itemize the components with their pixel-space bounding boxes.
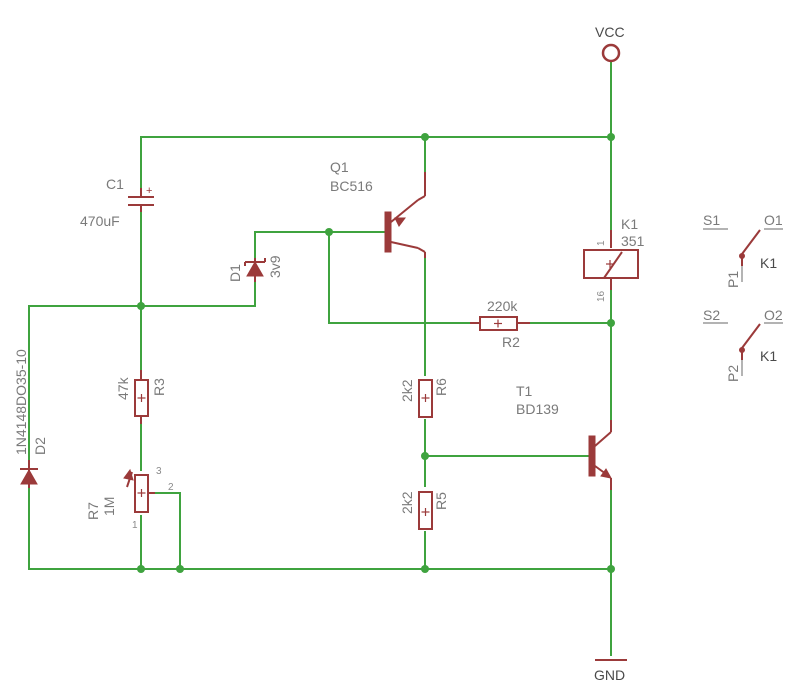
- contact2-k-label: K1: [760, 348, 777, 364]
- contact1-k-label: K1: [760, 255, 777, 271]
- contact1-p-label: P1: [725, 271, 741, 288]
- r3-name: R3: [151, 378, 167, 396]
- transistor-q1: Q1 BC516: [330, 159, 426, 258]
- contact1-s-label: S1: [703, 212, 720, 228]
- zener-d1: D1 3v9: [227, 255, 283, 282]
- gnd-label: GND: [594, 667, 625, 683]
- c1-name: C1: [106, 176, 124, 192]
- d2-name: D2: [32, 437, 48, 455]
- r2-name: R2: [502, 334, 520, 350]
- q1-name: Q1: [330, 159, 349, 175]
- resistor-r2: 220k R2: [470, 298, 530, 350]
- relay-k1-coil: 1 16 K1 351: [583, 216, 645, 302]
- diode-d2: 1N4148DO35-10 D2: [13, 349, 48, 488]
- capacitor-c1: + C1 470uF: [80, 176, 154, 229]
- t1-value: BD139: [516, 401, 559, 417]
- d1-value: 3v9: [267, 255, 283, 278]
- contact2-o-label: O2: [764, 307, 783, 323]
- transistor-t1: T1 BD139: [516, 383, 612, 490]
- t1-name: T1: [516, 383, 533, 399]
- d2-value: 1N4148DO35-10: [13, 349, 29, 455]
- q1-value: BC516: [330, 178, 373, 194]
- k1-value: 351: [621, 233, 645, 249]
- junctions: [137, 133, 615, 573]
- relay-contact-1: S1 O1 P1 K1: [703, 212, 783, 288]
- resistor-r3: 47k R3: [115, 370, 167, 424]
- contact2-s-label: S2: [703, 307, 720, 323]
- potentiometer-r7: 3 2 1 R7 1M: [85, 466, 174, 531]
- k1-pin1: 1: [596, 240, 607, 246]
- r7-value: 1M: [101, 497, 117, 516]
- r7-pin3: 3: [156, 466, 162, 477]
- svg-text:+: +: [146, 185, 152, 197]
- r3-value: 47k: [115, 376, 131, 400]
- r2-value: 220k: [487, 298, 518, 314]
- vcc-label: VCC: [595, 24, 625, 40]
- vcc-terminal: VCC: [595, 24, 625, 63]
- c1-value: 470uF: [80, 213, 120, 229]
- r6-value: 2k2: [399, 379, 415, 402]
- gnd-symbol: GND: [594, 659, 627, 683]
- r7-pin2: 2: [168, 482, 174, 493]
- contact2-p-label: P2: [725, 365, 741, 382]
- relay-contact-2: S2 O2 P2 K1: [703, 307, 783, 382]
- contact1-o-label: O1: [764, 212, 783, 228]
- d1-name: D1: [227, 264, 243, 282]
- r7-name: R7: [85, 502, 101, 520]
- k1-pin16: 16: [596, 290, 607, 302]
- resistor-r5: 2k2 R5: [399, 491, 449, 530]
- r6-name: R6: [433, 378, 449, 396]
- r7-pin1: 1: [132, 520, 138, 531]
- k1-name: K1: [621, 216, 638, 232]
- r5-name: R5: [433, 492, 449, 510]
- r5-value: 2k2: [399, 491, 415, 514]
- resistor-r6: 2k2 R6: [399, 378, 449, 418]
- wires: [28, 61, 612, 656]
